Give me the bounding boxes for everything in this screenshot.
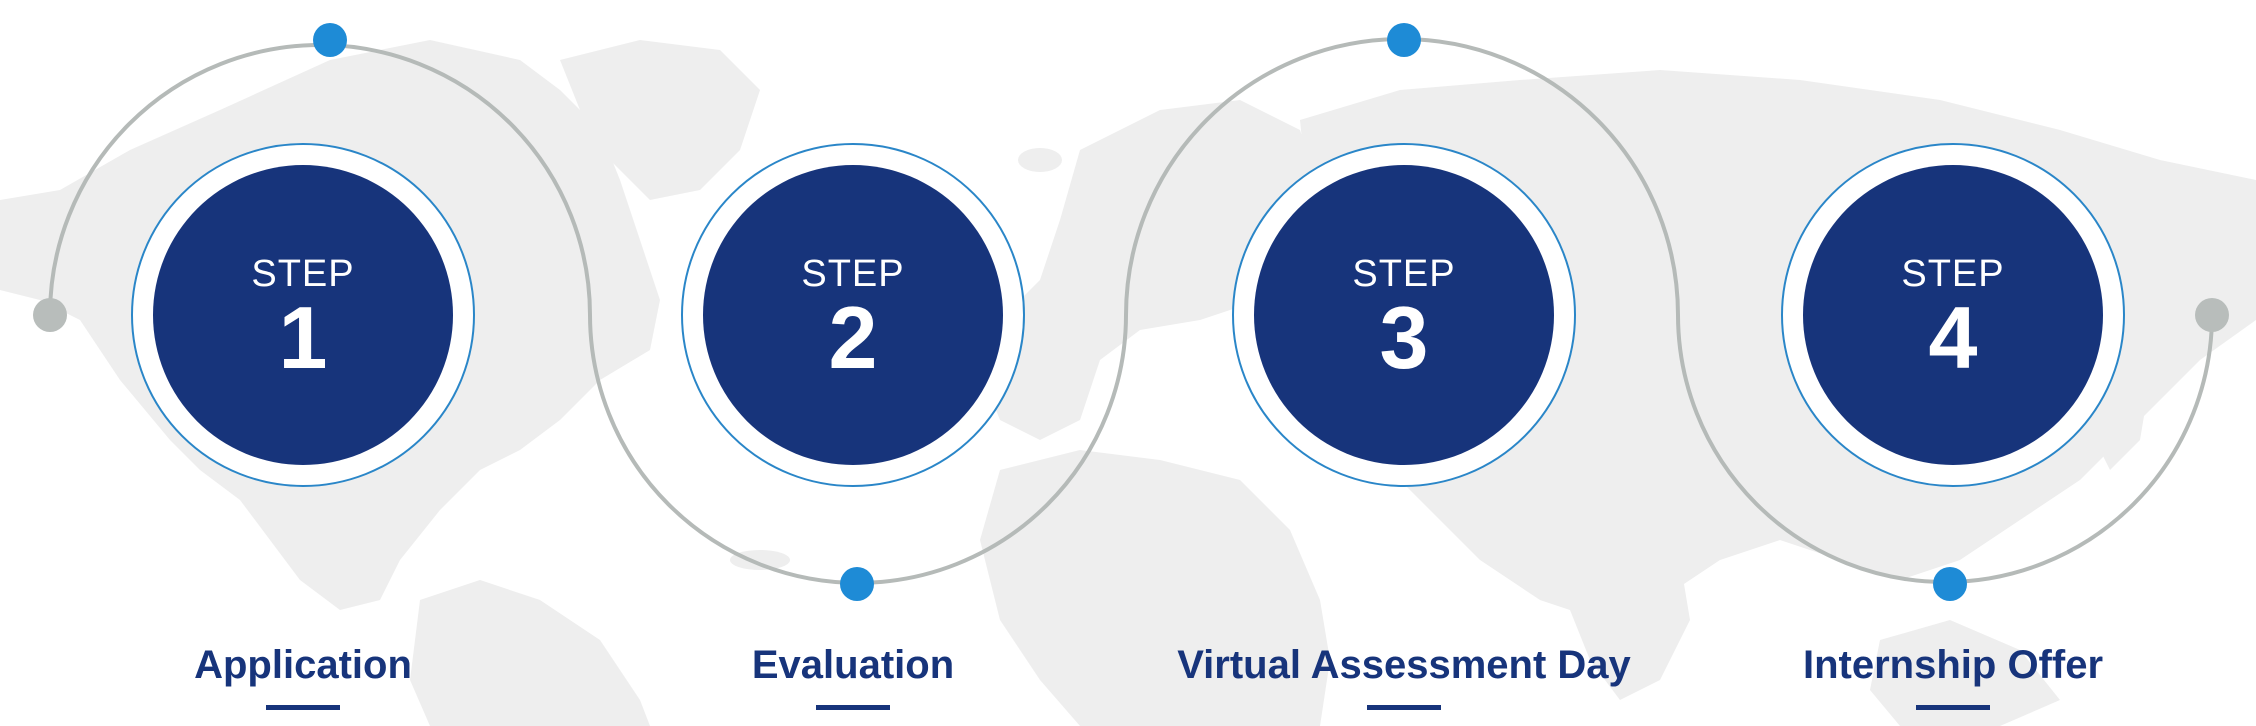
step-4: STEP 4 Internship Offer bbox=[1781, 143, 2125, 710]
step-4-circle bbox=[1803, 165, 2103, 465]
step-3-underline bbox=[1367, 705, 1441, 710]
path-start-dot bbox=[33, 298, 67, 332]
step-4-label: STEP bbox=[1901, 253, 2004, 295]
path-dot-top-3 bbox=[1387, 23, 1421, 57]
step-3-title: Virtual Assessment Day bbox=[1177, 643, 1631, 687]
step-4-number: 4 bbox=[1929, 288, 1978, 387]
path-end-dot bbox=[2195, 298, 2229, 332]
step-4-title: Internship Offer bbox=[1803, 643, 2103, 687]
step-1-title: Application bbox=[194, 643, 412, 687]
step-4-underline bbox=[1916, 705, 1990, 710]
path-dot-bottom-2 bbox=[840, 567, 874, 601]
step-3-label: STEP bbox=[1352, 253, 1455, 295]
step-1-label: STEP bbox=[251, 253, 354, 295]
step-2: STEP 2 Evaluation bbox=[681, 143, 1025, 710]
step-2-circle bbox=[703, 165, 1003, 465]
path-dot-bottom-4 bbox=[1933, 567, 1967, 601]
step-2-underline bbox=[816, 705, 890, 710]
step-2-number: 2 bbox=[829, 288, 878, 387]
step-3-number: 3 bbox=[1380, 288, 1429, 387]
step-3-circle bbox=[1254, 165, 1554, 465]
connector-path bbox=[48, 37, 2214, 585]
step-1-circle bbox=[153, 165, 453, 465]
step-3: STEP 3 Virtual Assessment Day bbox=[1177, 143, 1632, 710]
path-dot-top-1 bbox=[313, 23, 347, 57]
step-2-label: STEP bbox=[801, 253, 904, 295]
step-1-underline bbox=[266, 705, 340, 710]
step-1: STEP 1 Application bbox=[131, 143, 475, 710]
step-2-title: Evaluation bbox=[752, 643, 954, 687]
step-1-number: 1 bbox=[279, 288, 328, 387]
